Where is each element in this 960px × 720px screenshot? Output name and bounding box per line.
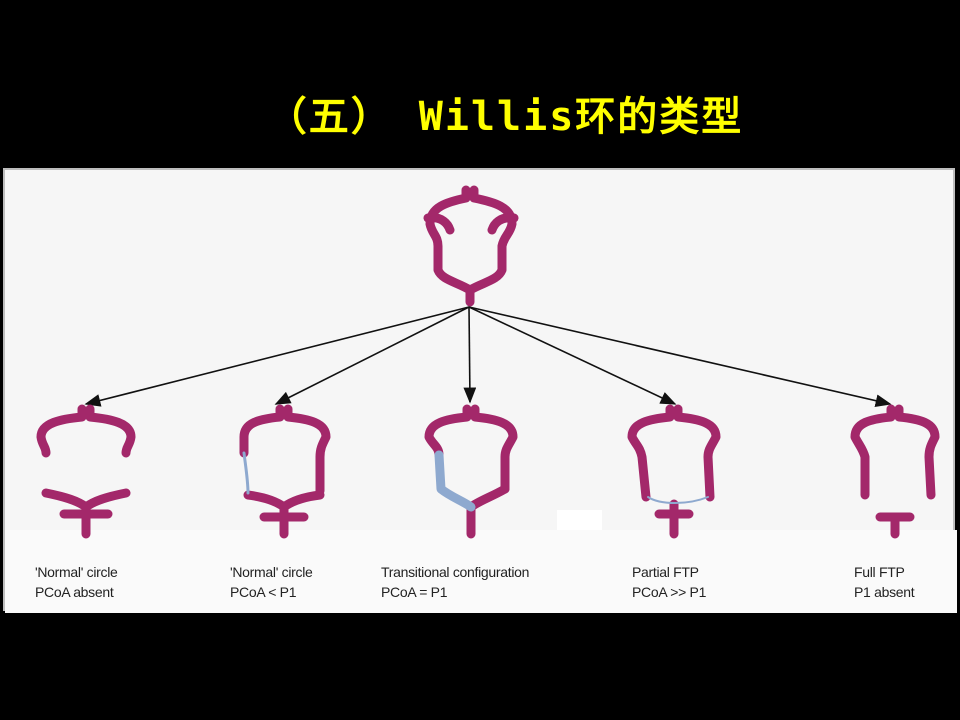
label-normal-pcoa-lt-p1: 'Normal' circle PCoA < P1 (230, 562, 313, 602)
label-line1: Transitional configuration (381, 564, 530, 580)
arrow-to-full-ftp (468, 306, 892, 408)
label-full-ftp: Full FTP P1 absent (854, 562, 915, 602)
slide-title: （五） Willis环的类型 (266, 94, 744, 140)
label-line1: 'Normal' circle (35, 564, 118, 580)
label-line2: PCoA = P1 (381, 584, 448, 600)
circle-normal-pcoa-absent (36, 404, 136, 539)
label-normal-pcoa-absent: 'Normal' circle PCoA absent (35, 562, 118, 602)
label-line2: PCoA >> P1 (632, 584, 707, 600)
willis-circle-diagram-panel: 'Normal' circle PCoA absent 'Normal' cir… (3, 168, 957, 613)
label-line1: Full FTP (854, 564, 905, 580)
arrow-to-transitional (463, 306, 477, 404)
arrow-to-normal-pcoa-lt-p1 (274, 306, 470, 405)
label-line1: Partial FTP (632, 564, 699, 580)
circle-transitional (424, 404, 518, 539)
circle-normal-pcoa-lt-p1 (239, 404, 331, 539)
label-transitional: Transitional configuration PCoA = P1 (381, 562, 529, 602)
arrows (84, 306, 892, 408)
willis-circle-diagram (5, 185, 957, 613)
label-partial-ftp: Partial FTP PCoA >> P1 (632, 562, 706, 602)
arrow-to-partial-ftp (468, 306, 677, 405)
circle-partial-ftp (627, 404, 721, 539)
label-line2: P1 absent (854, 584, 915, 600)
label-line2: PCoA absent (35, 584, 114, 600)
label-line2: PCoA < P1 (230, 584, 297, 600)
label-line1: 'Normal' circle (230, 564, 313, 580)
arrow-to-normal-pcoa-absent (84, 306, 470, 407)
circle-full-ftp (850, 404, 940, 539)
complete-circle-of-willis (423, 185, 519, 307)
